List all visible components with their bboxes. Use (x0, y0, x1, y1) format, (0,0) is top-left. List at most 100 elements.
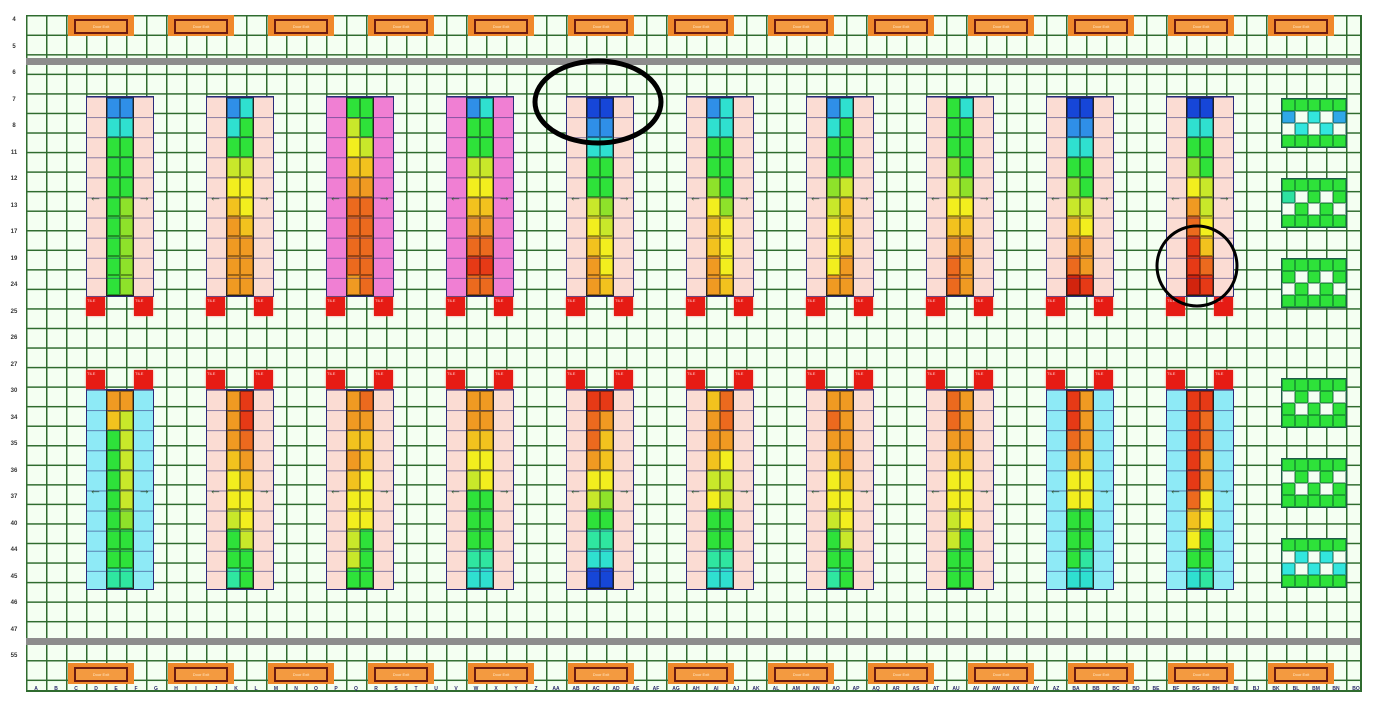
door-bottom[interactable]: Door Exit (868, 663, 934, 684)
door-top[interactable]: Door Exit (768, 15, 834, 36)
heat-cell (347, 509, 360, 529)
heat-cell (1200, 235, 1213, 256)
perforated-tile[interactable]: TILE (1166, 370, 1185, 389)
door-bottom[interactable]: Door Exit (1268, 663, 1334, 684)
heat-cell (1187, 410, 1200, 431)
x-axis-label: AI (713, 686, 719, 692)
perforated-tile[interactable]: TILE (1166, 297, 1185, 316)
door-top[interactable]: Door Exit (368, 15, 434, 36)
perforated-tile[interactable]: TILE (326, 297, 345, 316)
perforated-tile[interactable]: TILE (494, 297, 513, 316)
perforated-tile[interactable]: TILE (926, 297, 945, 316)
perforated-tile[interactable]: TILE (134, 370, 153, 389)
perforated-tile[interactable]: TILE (566, 370, 585, 389)
perforated-tile[interactable]: TILE (806, 297, 825, 316)
door-top[interactable]: Door Exit (568, 15, 634, 36)
perforated-tile[interactable]: TILE (254, 297, 273, 316)
perforated-tile[interactable]: TILE (206, 297, 225, 316)
rack-top-6[interactable]: ←→ (686, 96, 754, 297)
door-top[interactable]: Door Exit (468, 15, 534, 36)
door-top[interactable]: Door Exit (68, 15, 134, 36)
rack-bottom-5[interactable]: ←→ (566, 389, 634, 590)
heat-cell (707, 450, 720, 470)
rack-bottom-9[interactable]: ←→ (1046, 389, 1114, 590)
perforated-tile[interactable]: TILE (566, 297, 585, 316)
door-top[interactable]: Door Exit (668, 15, 734, 36)
crac-unit-1[interactable] (1281, 98, 1347, 148)
perforated-tile[interactable]: TILE (326, 370, 345, 389)
perforated-tile[interactable]: TILE (806, 370, 825, 389)
perforated-tile[interactable]: TILE (446, 297, 465, 316)
door-top[interactable]: Door Exit (868, 15, 934, 36)
rack-top-5[interactable]: ←→ (566, 96, 634, 297)
rack-top-1[interactable]: ←→ (86, 96, 154, 297)
perforated-tile[interactable]: TILE (1094, 370, 1113, 389)
door-bottom[interactable]: Door Exit (68, 663, 134, 684)
door-top[interactable]: Door Exit (1268, 15, 1334, 36)
perforated-tile[interactable]: TILE (374, 297, 393, 316)
crac-unit-4[interactable] (1281, 378, 1347, 428)
x-axis-label: BC (1112, 686, 1120, 692)
perforated-tile[interactable]: TILE (974, 370, 993, 389)
perforated-tile[interactable]: TILE (1214, 297, 1233, 316)
perforated-tile[interactable]: TILE (206, 370, 225, 389)
door-top[interactable]: Door Exit (1068, 15, 1134, 36)
door-bottom[interactable]: Door Exit (1168, 663, 1234, 684)
perforated-tile[interactable]: TILE (1094, 297, 1113, 316)
perforated-tile[interactable]: TILE (686, 297, 705, 316)
rack-top-3[interactable]: ←→ (326, 96, 394, 297)
crac-unit-5[interactable] (1281, 458, 1347, 508)
perforated-tile[interactable]: TILE (974, 297, 993, 316)
door-bottom[interactable]: Door Exit (968, 663, 1034, 684)
perforated-tile[interactable]: TILE (134, 297, 153, 316)
perforated-tile[interactable]: TILE (854, 370, 873, 389)
door-bottom[interactable]: Door Exit (1068, 663, 1134, 684)
door-bottom[interactable]: Door Exit (268, 663, 334, 684)
crac-unit-6[interactable] (1281, 538, 1347, 588)
perforated-tile[interactable]: TILE (614, 370, 633, 389)
rack-top-8[interactable]: ←→ (926, 96, 994, 297)
rack-top-9[interactable]: ←→ (1046, 96, 1114, 297)
perforated-tile[interactable]: TILE (686, 370, 705, 389)
door-bottom[interactable]: Door Exit (168, 663, 234, 684)
rack-bottom-3[interactable]: ←→ (326, 389, 394, 590)
perforated-tile[interactable]: TILE (86, 297, 105, 316)
rack-bottom-1[interactable]: ←→ (86, 389, 154, 590)
rack-bottom-4[interactable]: ←→ (446, 389, 514, 590)
perforated-tile[interactable]: TILE (494, 370, 513, 389)
perforated-tile[interactable]: TILE (446, 370, 465, 389)
perforated-tile[interactable]: TILE (1214, 370, 1233, 389)
perforated-tile[interactable]: TILE (254, 370, 273, 389)
perforated-tile[interactable]: TILE (926, 370, 945, 389)
perforated-tile[interactable]: TILE (614, 297, 633, 316)
door-bottom[interactable]: Door Exit (468, 663, 534, 684)
rack-top-4[interactable]: ←→ (446, 96, 514, 297)
crac-unit-2[interactable] (1281, 178, 1347, 228)
rack-top-2[interactable]: ←→ (206, 96, 274, 297)
door-bottom[interactable]: Door Exit (768, 663, 834, 684)
crac-cell (1307, 271, 1321, 283)
crac-unit-3[interactable] (1281, 258, 1347, 308)
rack-bottom-6[interactable]: ←→ (686, 389, 754, 590)
door-bottom[interactable]: Door Exit (568, 663, 634, 684)
door-bottom[interactable]: Door Exit (668, 663, 734, 684)
rack-bottom-10[interactable]: ←→ (1166, 389, 1234, 590)
door-top[interactable]: Door Exit (1168, 15, 1234, 36)
rack-bottom-7[interactable]: ←→ (806, 389, 874, 590)
door-top[interactable]: Door Exit (968, 15, 1034, 36)
rack-top-10[interactable]: ←→ (1166, 96, 1234, 297)
rack-bottom-2[interactable]: ←→ (206, 389, 274, 590)
perforated-tile[interactable]: TILE (734, 297, 753, 316)
door-top[interactable]: Door Exit (168, 15, 234, 36)
rack-bottom-8[interactable]: ←→ (926, 389, 994, 590)
perforated-tile[interactable]: TILE (1046, 370, 1065, 389)
door-top[interactable]: Door Exit (268, 15, 334, 36)
perforated-tile[interactable]: TILE (854, 297, 873, 316)
rack-heat-column (1066, 97, 1094, 296)
door-bottom[interactable]: Door Exit (368, 663, 434, 684)
perforated-tile[interactable]: TILE (86, 370, 105, 389)
perforated-tile[interactable]: TILE (1046, 297, 1065, 316)
rack-top-7[interactable]: ←→ (806, 96, 874, 297)
perforated-tile[interactable]: TILE (734, 370, 753, 389)
perforated-tile[interactable]: TILE (374, 370, 393, 389)
